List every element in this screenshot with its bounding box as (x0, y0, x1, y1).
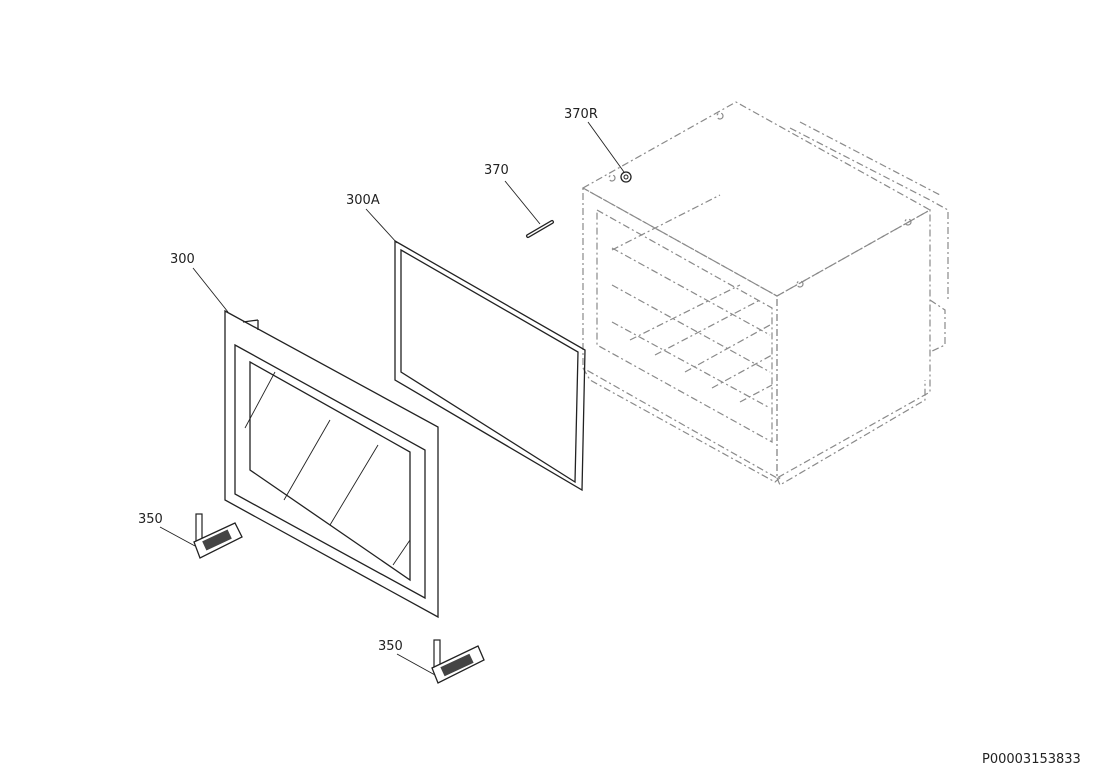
document-id: P00003153833 (982, 752, 1081, 767)
part-370-pin (526, 220, 554, 238)
label-350-left: 350 (138, 512, 163, 527)
part-300-door (224, 309, 439, 619)
label-300: 300 (170, 252, 195, 267)
label-350-bottom: 350 (378, 639, 403, 654)
part-350-hinge-left (193, 513, 243, 559)
leader-lines (159, 121, 625, 676)
part-370R-washer (620, 171, 632, 183)
label-370: 370 (484, 163, 509, 178)
label-370R: 370R (564, 107, 598, 122)
part-350-hinge-bottom (431, 639, 485, 684)
oven-cavity-phantom (581, 101, 949, 486)
label-300A: 300A (346, 193, 380, 208)
part-300A-door-seal (394, 239, 586, 492)
